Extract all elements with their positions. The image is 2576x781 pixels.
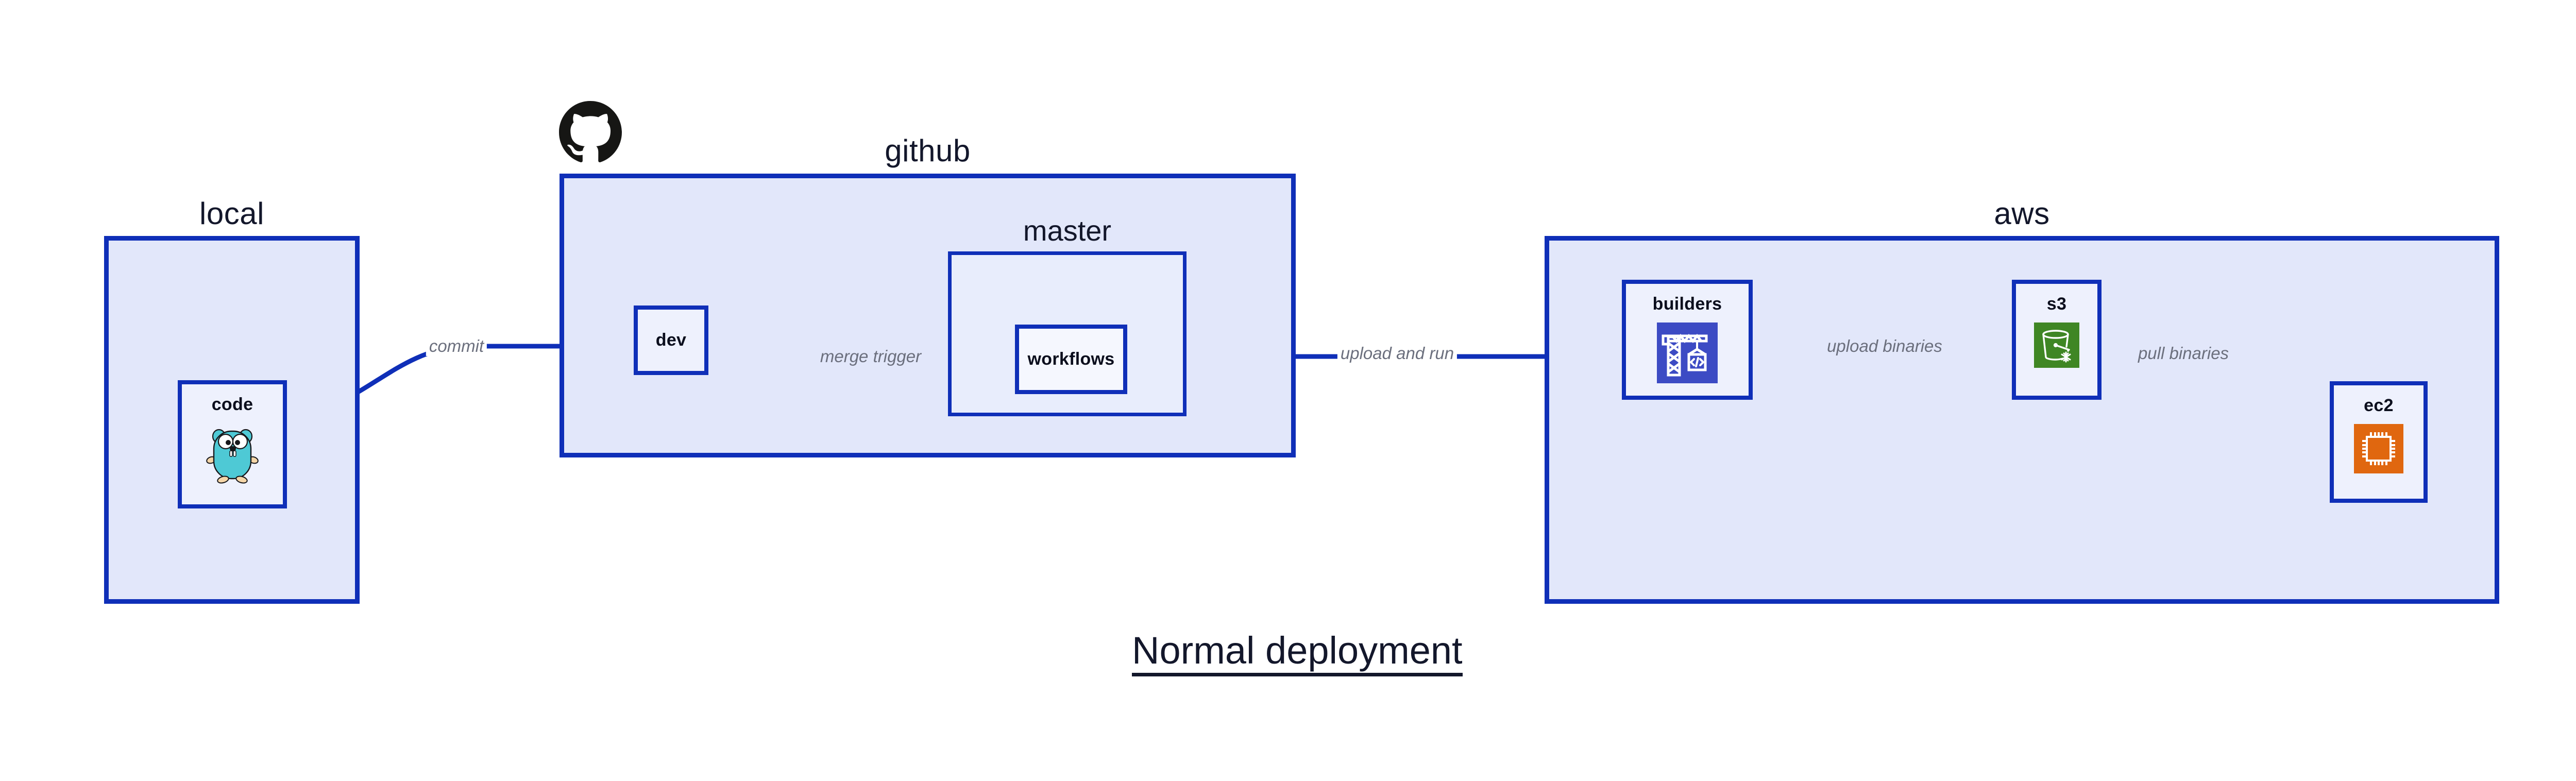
- group-title-aws: aws: [1994, 196, 2050, 231]
- node-builders[interactable]: builders: [1622, 280, 1753, 400]
- edge-label-merge-trigger: merge trigger: [817, 347, 925, 366]
- node-label-builders: builders: [1652, 294, 1722, 314]
- github-octocat-icon: [559, 101, 622, 164]
- diagram-title: Normal deployment: [1132, 632, 1463, 676]
- group-title-local: local: [199, 196, 264, 231]
- aws-ec2-chip-icon: [2354, 424, 2403, 476]
- node-label-s3: s3: [2046, 294, 2067, 314]
- aws-s3-bucket-icon: [2034, 322, 2079, 370]
- go-gopher-icon: [206, 423, 259, 487]
- edge-label-commit: commit: [426, 336, 487, 356]
- node-ec2[interactable]: ec2: [2330, 381, 2428, 503]
- node-dev[interactable]: dev: [634, 305, 708, 375]
- edge-label-upload-and-run: upload and run: [1337, 344, 1458, 363]
- node-label-dev: dev: [655, 330, 687, 350]
- edge-label-pull-binaries: pull binaries: [2134, 344, 2232, 363]
- group-title-github: github: [885, 133, 971, 168]
- node-workflows[interactable]: workflows: [1015, 325, 1127, 394]
- node-s3[interactable]: s3: [2012, 280, 2102, 400]
- node-label-code: code: [211, 395, 253, 414]
- edge-label-upload-binaries: upload binaries: [1824, 336, 1945, 356]
- node-code[interactable]: code: [178, 380, 287, 508]
- node-label-workflows: workflows: [1027, 349, 1115, 369]
- subgroup-title-master: master: [1023, 214, 1112, 247]
- node-label-ec2: ec2: [2364, 396, 2394, 415]
- aws-codebuild-icon: [1657, 322, 1718, 386]
